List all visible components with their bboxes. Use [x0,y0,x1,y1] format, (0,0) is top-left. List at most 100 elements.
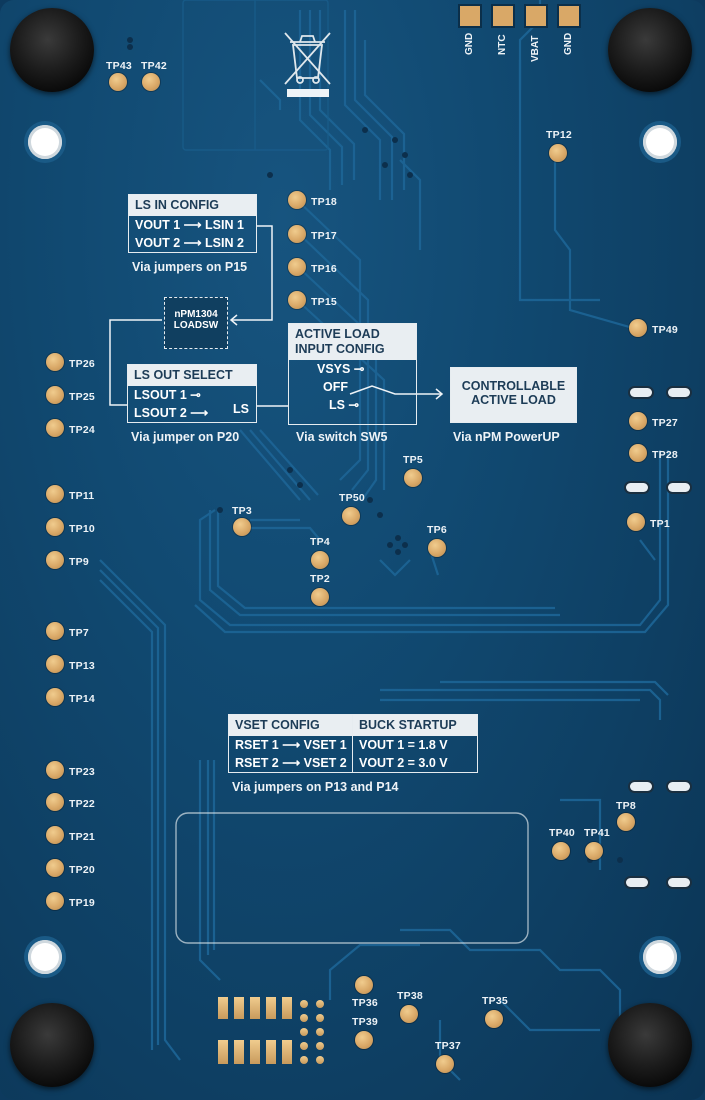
test-point-tp28 [629,444,647,462]
vset-config-title: VSET CONFIG [229,715,352,736]
test-point-tp24 [46,419,64,437]
buck-row1: VOUT 1 = 1.8 V [359,738,448,752]
test-point-label-tp40: TP40 [549,827,575,839]
test-point-label-tp42: TP42 [141,60,167,72]
npm1304-loadsw-chip: nPM1304 LOADSW [164,297,228,349]
test-point-tp50 [342,507,360,525]
test-point-tp4 [311,551,329,569]
test-point-label-tp18: TP18 [311,196,337,208]
opt-ls: LS [329,398,345,412]
ls-out-select-block: LS OUT SELECT LSOUT 1 ⊸ LSOUT 2 ⟶ LS [127,364,257,423]
jumper-pin-icon: ⟶ [190,406,209,420]
test-point-label-tp5: TP5 [403,454,423,466]
ls-in-config-block: LS IN CONFIG VOUT 1 ⟶ LSIN 1 VOUT 2 ⟶ LS… [128,194,257,253]
test-point-tp5 [404,469,422,487]
test-point-label-tp38: TP38 [397,990,423,1002]
pin-label-gnd: GND [464,32,475,55]
switch-contact-icon: ⊸ [353,362,365,376]
test-point-tp14 [46,688,64,706]
buck-row2: VOUT 2 = 3.0 V [359,756,448,770]
controllable-active-load-block: CONTROLLABLE ACTIVE LOAD [450,367,577,423]
test-point-tp42 [142,73,160,91]
test-point-label-tp36: TP36 [352,997,378,1009]
test-point-tp40 [552,842,570,860]
test-point-tp36 [355,976,373,994]
chip-line1: nPM1304 [174,309,218,320]
active-load-input-caption: Via switch SW5 [296,430,388,444]
connector-pin [557,4,581,28]
arrow-right-icon: ⟶ [282,756,301,770]
vset-row2-left: RSET 2 [235,756,279,770]
test-point-label-tp9: TP9 [69,556,89,568]
rubber-foot-top-left [10,8,94,92]
test-point-label-tp21: TP21 [69,831,95,843]
test-point-tp18 [288,191,306,209]
test-point-label-tp43: TP43 [106,60,132,72]
buck-startup-title: BUCK STARTUP [353,715,477,736]
vset-row1-right: VSET 1 [303,738,347,752]
active-load-input-title: ACTIVE LOAD INPUT CONFIG [289,324,416,360]
test-point-label-tp27: TP27 [652,417,678,429]
test-point-label-tp1: TP1 [650,518,670,530]
rubber-foot-bottom-right [608,1003,692,1087]
mounting-hole [28,125,62,159]
test-point-label-tp15: TP15 [311,296,337,308]
test-point-label-tp13: TP13 [69,660,95,672]
test-point-label-tp39: TP39 [352,1016,378,1028]
ls-out-select-caption: Via jumper on P20 [131,430,240,444]
jumper-pin-icon: ⊸ [190,388,201,402]
test-point-tp26 [46,353,64,371]
test-point-tp16 [288,258,306,276]
ls-in-config-caption: Via jumpers on P15 [132,260,248,274]
test-point-label-tp10: TP10 [69,523,95,535]
rubber-foot-top-right [608,8,692,92]
mounting-hole [643,125,677,159]
test-point-label-tp37: TP37 [435,1040,461,1052]
test-point-label-tp11: TP11 [69,490,95,502]
test-point-label-tp28: TP28 [652,449,678,461]
test-point-tp11 [46,485,64,503]
buck-startup-block: BUCK STARTUP VOUT 1 = 1.8 V VOUT 2 = 3.0… [352,714,478,773]
smd-pad [668,388,690,397]
smd-pad [668,878,690,887]
test-point-tp19 [46,892,64,910]
ls-out-select-title: LS OUT SELECT [128,365,256,386]
test-point-tp38 [400,1005,418,1023]
test-point-tp3 [233,518,251,536]
test-point-tp35 [485,1010,503,1028]
test-point-tp10 [46,518,64,536]
pin-label-ntc: NTC [497,34,508,55]
test-point-label-tp26: TP26 [69,358,95,370]
test-point-label-tp24: TP24 [69,424,95,436]
vset-row1-left: RSET 1 [235,738,279,752]
test-point-tp21 [46,826,64,844]
test-point-label-tp14: TP14 [69,693,95,705]
ls-in-config-title: LS IN CONFIG [129,195,256,216]
arrow-right-icon: ⟶ [183,236,202,250]
ls-in-row2-right: LSIN 2 [205,236,244,250]
mounting-hole [643,940,677,974]
test-point-tp37 [436,1055,454,1073]
arrow-right-icon: ⟶ [183,218,202,232]
arrow-right-icon: ⟶ [282,738,301,752]
ls-in-row1-left: VOUT 1 [135,218,181,232]
active-load-input-config-block: ACTIVE LOAD INPUT CONFIG VSYS ⊸ OFF LS ⊸ [288,323,417,425]
test-point-tp27 [629,412,647,430]
pin-label-gnd: GND [563,32,574,55]
test-point-label-tp6: TP6 [427,524,447,536]
controllable-load-line1: CONTROLLABLE [461,379,566,393]
vset-config-caption: Via jumpers on P13 and P14 [232,780,399,794]
test-point-tp1 [627,513,645,531]
test-point-label-tp7: TP7 [69,627,89,639]
test-point-label-tp8: TP8 [616,800,636,812]
smd-pad [630,782,652,791]
ls-out-label: LS [233,402,249,416]
test-point-tp15 [288,291,306,309]
test-point-tp49 [629,319,647,337]
test-point-tp7 [46,622,64,640]
controllable-load-line2: ACTIVE LOAD [471,393,556,407]
test-point-tp2 [311,588,329,606]
controllable-load-caption: Via nPM PowerUP [453,430,560,444]
smd-pad [626,878,648,887]
